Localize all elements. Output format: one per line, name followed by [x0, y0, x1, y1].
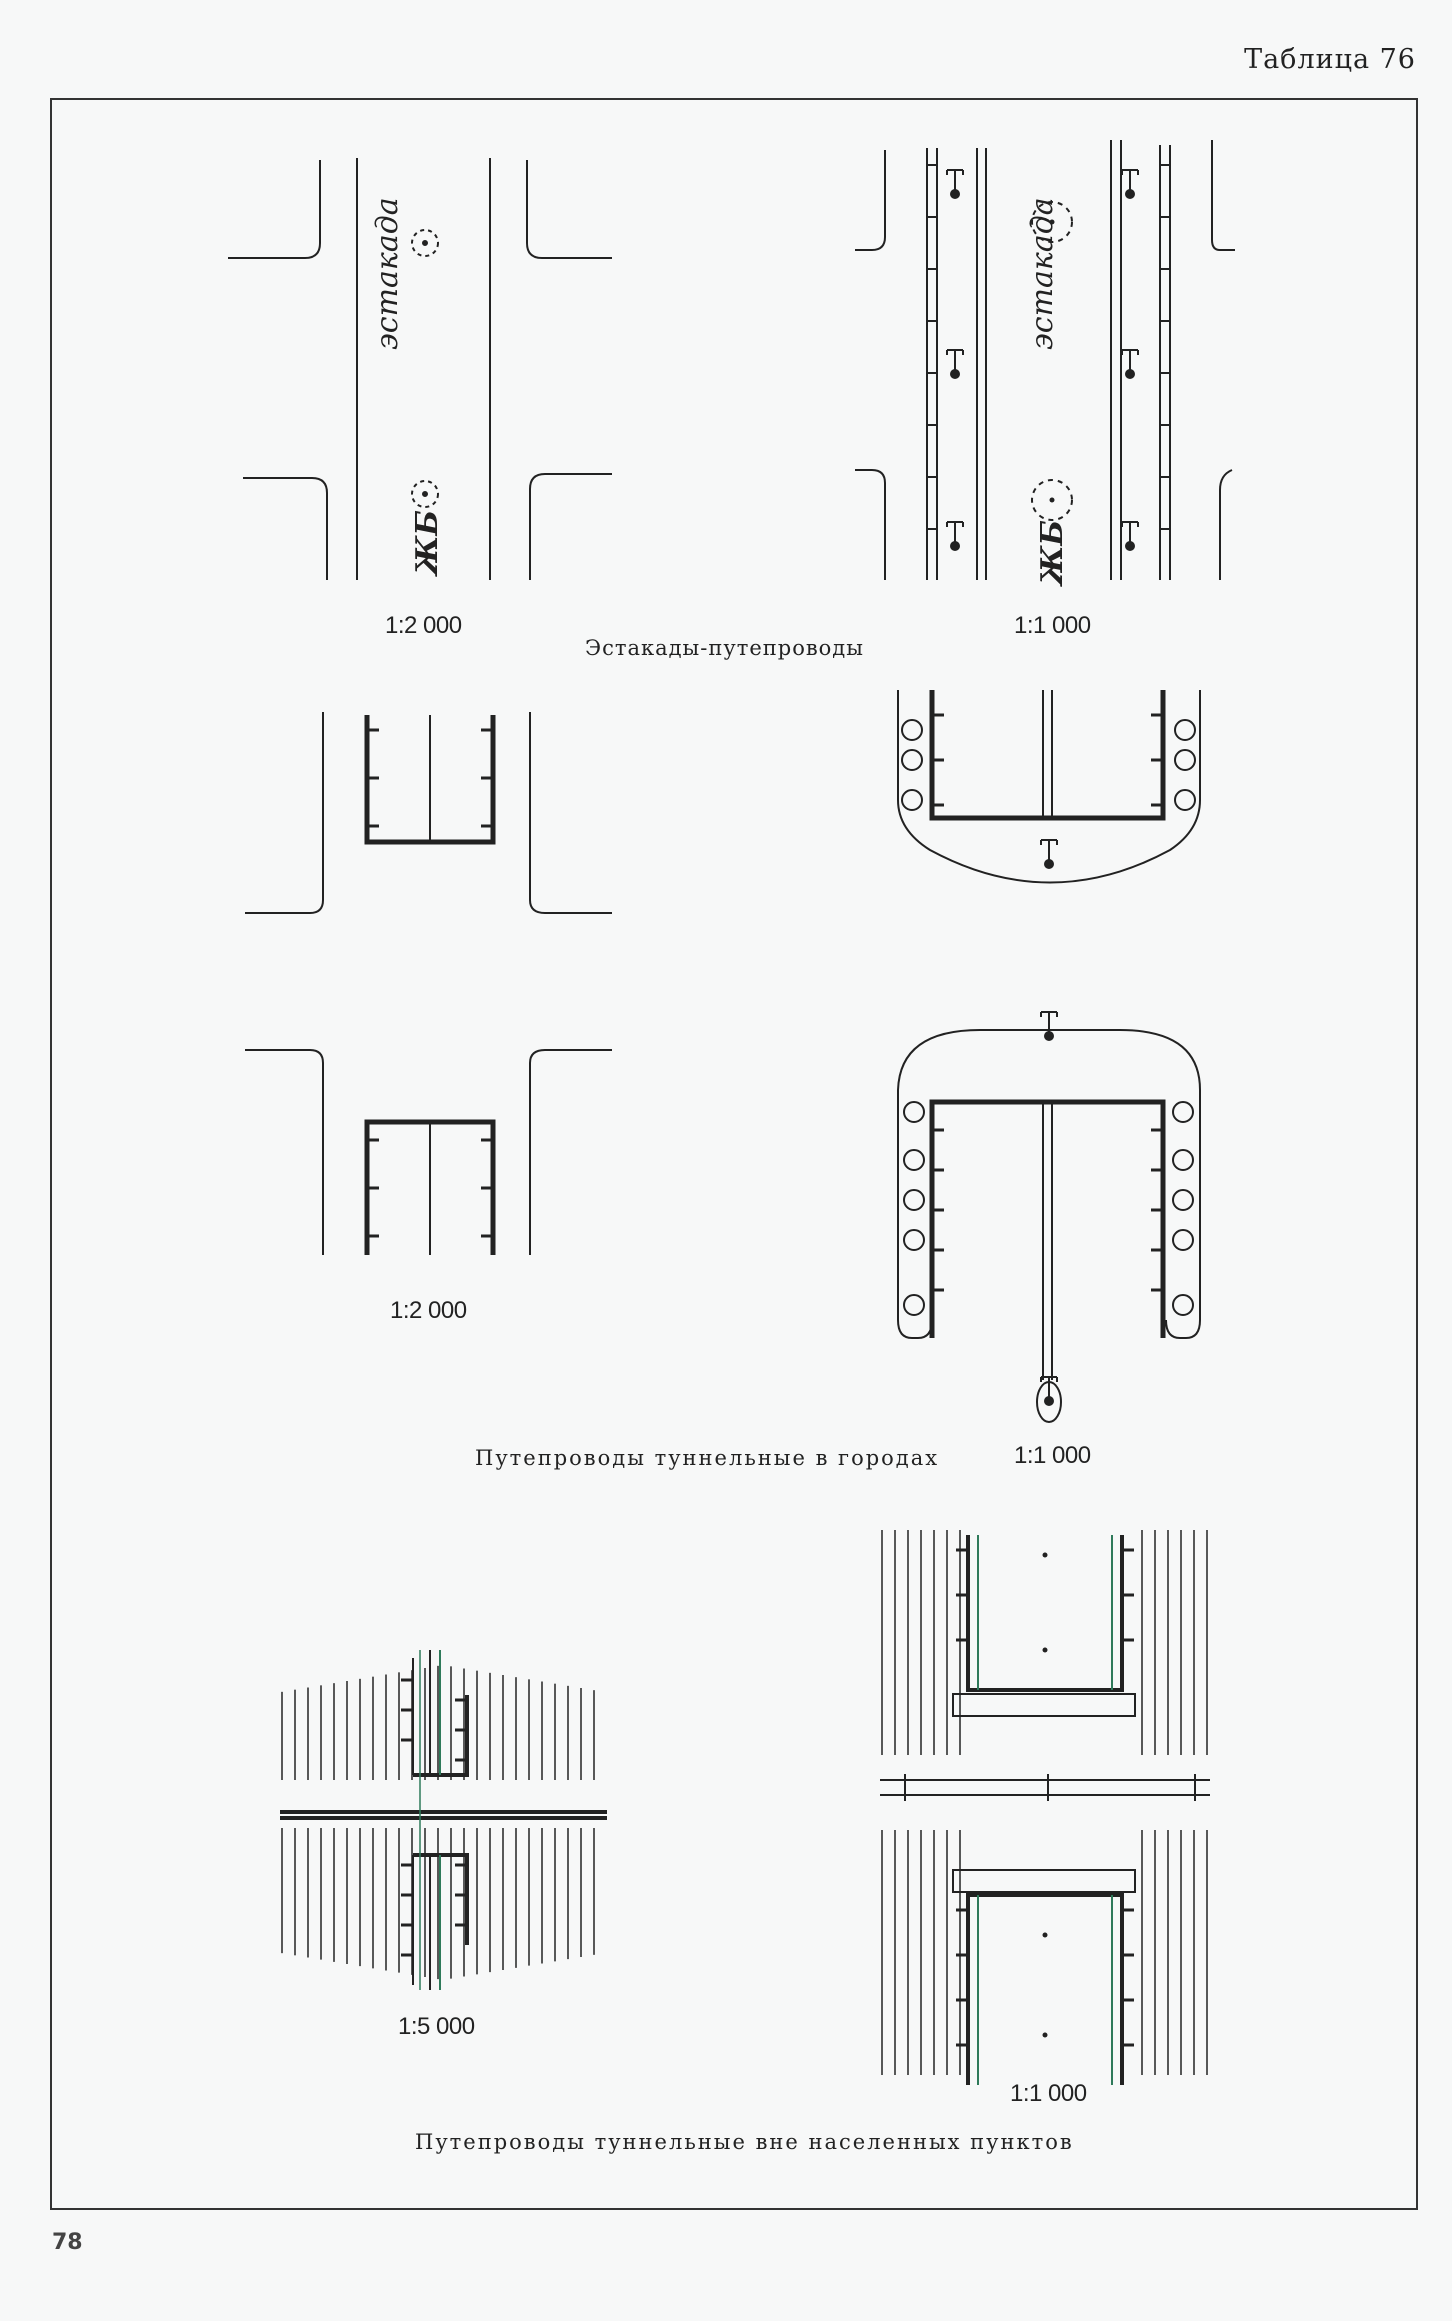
axis-dot [1042, 1932, 1048, 1938]
bollard-circle [1172, 1189, 1194, 1211]
tunnel-plan-top-1-1000 [897, 690, 1201, 884]
caption-tunnels-rural: Путепроводы туннельные вне населенных пу… [415, 2130, 1074, 2154]
lamp-base-icon [1044, 1031, 1054, 1041]
lamp-post-icon [1121, 169, 1139, 192]
lamp-post-icon [1040, 1011, 1058, 1034]
label-estakada-right: эстакада [1025, 197, 1060, 350]
bollard-circle [1172, 1101, 1194, 1123]
axis-dot [1042, 1552, 1048, 1558]
label-material-right: ЖБ [1035, 520, 1070, 585]
support-center [1049, 497, 1055, 503]
lamp-post-icon [1121, 349, 1139, 372]
bollard-circle [1174, 749, 1196, 771]
label-material-left: ЖБ [410, 510, 445, 575]
tunnel-plan-bottom-1-1000 [897, 1029, 1201, 1380]
lamp-post-icon [1040, 1376, 1058, 1399]
bollard-circle [903, 1101, 925, 1123]
axis-dot [1042, 1647, 1048, 1653]
support-center [1049, 219, 1055, 225]
lamp-post-icon [946, 169, 964, 192]
axis-dot [1042, 2032, 1048, 2038]
generated-marks [281, 164, 1208, 2075]
support-symbol [1031, 479, 1073, 521]
scale-tunnel-city-left: 1:2 000 [390, 1297, 467, 1324]
support-symbol [411, 480, 439, 508]
scale-overpass-right: 1:1 000 [1014, 612, 1091, 639]
bollard-circle [1174, 719, 1196, 741]
bollard-circle [903, 1149, 925, 1171]
bollard-circle [901, 789, 923, 811]
lamp-base-icon [1044, 1396, 1054, 1406]
lamp-base-icon [950, 541, 960, 551]
bollard-circle [1174, 789, 1196, 811]
bollard-circle [903, 1189, 925, 1211]
lamp-base-icon [950, 369, 960, 379]
page-number: 78 [52, 2230, 83, 2255]
tunnel-plan-bottom-1-2000 [245, 1049, 612, 1255]
table-frame [50, 98, 1418, 2210]
overpass-plan-1-2000 [228, 158, 612, 580]
scale-tunnel-rural-left: 1:5 000 [398, 2013, 475, 2040]
caption-overpasses: Эстакады-путепроводы [585, 636, 864, 660]
lamp-base-icon [1044, 859, 1054, 869]
scale-tunnel-rural-right: 1:1 000 [1010, 2080, 1087, 2107]
bollard-circle [901, 719, 923, 741]
table-label: Таблица 76 [1244, 44, 1416, 75]
lamp-post-icon [946, 349, 964, 372]
scale-overpass-left: 1:2 000 [385, 612, 462, 639]
support-symbol [1031, 201, 1073, 243]
caption-tunnels-city: Путепроводы туннельные в городах [475, 1446, 940, 1470]
lamp-base-icon [1125, 189, 1135, 199]
tunnel-plan-top-1-2000 [245, 712, 612, 914]
scale-tunnel-city-right: 1:1 000 [1014, 1442, 1091, 1469]
lamp-base-icon [1125, 541, 1135, 551]
label-estakada-left: эстакада [370, 197, 405, 350]
rural-tunnel-plan-1-1000 [880, 1535, 1210, 2085]
support-symbol [411, 229, 439, 257]
bollard-circle [903, 1229, 925, 1251]
lamp-post-icon [1040, 839, 1058, 862]
bollard-circle [903, 1294, 925, 1316]
bollard-circle [1172, 1294, 1194, 1316]
lamp-ring-icon [1036, 1381, 1062, 1423]
bollard-circle [1172, 1149, 1194, 1171]
bollard-circle [1172, 1229, 1194, 1251]
bollard-circle [901, 749, 923, 771]
lamp-post-icon [946, 521, 964, 544]
lamp-base-icon [1125, 369, 1135, 379]
rural-tunnel-plan-1-5000 [280, 1650, 607, 1990]
lamp-base-icon [950, 189, 960, 199]
lamp-post-icon [1121, 521, 1139, 544]
